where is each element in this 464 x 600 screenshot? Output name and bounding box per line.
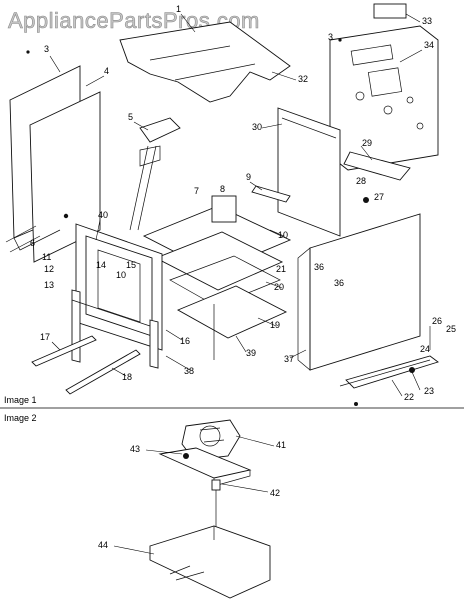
callout-label: 3 [328, 32, 333, 42]
callouts-image2: 43 41 42 44 [98, 440, 286, 550]
callout-label: 42 [270, 488, 280, 498]
leader-lines [49, 13, 431, 555]
callout-label: 23 [424, 386, 434, 396]
section-label-image1: Image 1 [4, 395, 37, 405]
callout-label: 10 [116, 270, 126, 280]
callout-label: 27 [374, 192, 384, 202]
callouts-image1: 1 33 3 34 3 4 32 5 30 29 28 27 9 7 8 10 … [30, 4, 456, 402]
callout-label: 21 [276, 264, 286, 274]
callout-label: 37 [284, 354, 294, 364]
callout-label: 1 [176, 4, 181, 14]
callout-label: 3 [44, 44, 49, 54]
callout-label: 8 [220, 184, 225, 194]
callout-label: 44 [98, 540, 108, 550]
callout-label: 6 [30, 238, 35, 248]
callout-label: 26 [432, 316, 442, 326]
callout-label: 33 [422, 16, 432, 26]
callout-label: 34 [424, 40, 434, 50]
callout-label: 29 [362, 138, 372, 148]
callout-label: 28 [356, 176, 366, 186]
callout-label: 38 [184, 366, 194, 376]
callout-label: 7 [194, 186, 199, 196]
callout-label: 12 [44, 264, 54, 274]
callout-label: 43 [130, 444, 140, 454]
callout-label: 41 [276, 440, 286, 450]
callout-label: 10 [278, 230, 288, 240]
callout-label: 22 [404, 392, 414, 402]
callout-label: 9 [246, 172, 251, 182]
callout-label: 11 [42, 252, 51, 262]
callout-label: 4 [104, 66, 109, 76]
callout-label: 36 [314, 262, 324, 272]
callout-label: 36 [334, 278, 344, 288]
callout-label: 5 [128, 112, 133, 122]
callout-label: 15 [126, 260, 136, 270]
callout-label: 14 [96, 260, 106, 270]
callout-label: 25 [446, 324, 456, 334]
watermark-text: AppliancePartsPros.com [8, 8, 260, 33]
callout-label: 18 [122, 372, 132, 382]
section-label-image2: Image 2 [4, 413, 37, 423]
callout-label: 39 [246, 348, 256, 358]
callout-label: 32 [298, 74, 308, 84]
image1-drawing [5, 3, 439, 406]
callout-label: 30 [252, 122, 262, 132]
callout-label: 24 [420, 344, 430, 354]
callout-label: 17 [40, 332, 50, 342]
callout-label: 16 [180, 336, 190, 346]
image2-drawing [149, 419, 271, 599]
callout-label: 13 [44, 280, 54, 290]
callout-label: 40 [98, 210, 108, 220]
callout-label: 19 [270, 320, 280, 330]
